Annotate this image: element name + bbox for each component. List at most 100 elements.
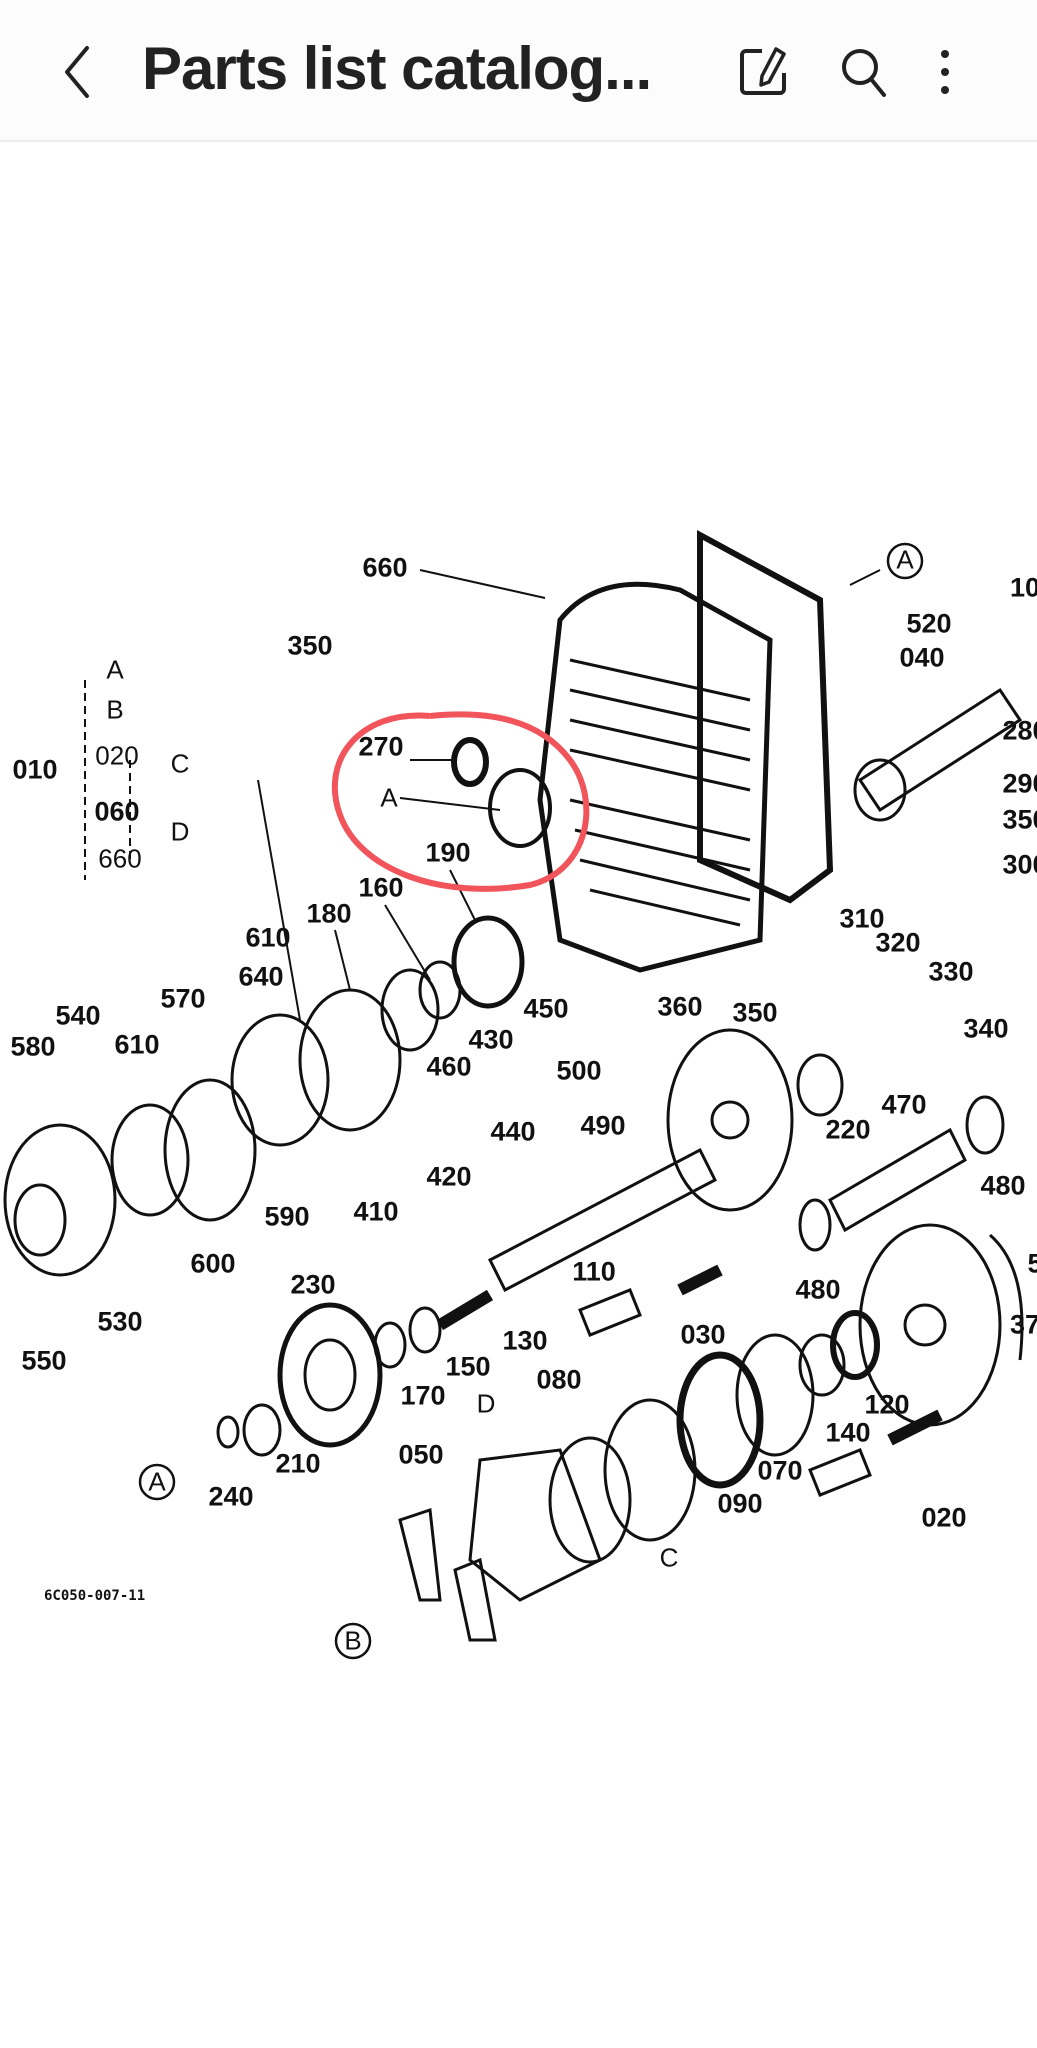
part-label: 230 bbox=[290, 1269, 336, 1300]
bearing-220 bbox=[796, 1053, 844, 1117]
ref-label-c: C bbox=[659, 1542, 679, 1573]
housing-530 bbox=[3, 1123, 117, 1277]
group-label: 660 bbox=[98, 843, 142, 874]
group-label: 060 bbox=[94, 796, 140, 827]
part-label: 240 bbox=[208, 1481, 254, 1512]
part-label: 490 bbox=[580, 1110, 626, 1141]
cam-d bbox=[468, 1448, 602, 1602]
part-label: 10 bbox=[1009, 572, 1037, 603]
part-label: 570 bbox=[160, 983, 206, 1014]
part-label: 430 bbox=[468, 1024, 514, 1055]
part-label: 590 bbox=[264, 1201, 310, 1232]
part-label: 300 bbox=[1002, 849, 1037, 880]
housing-fins bbox=[569, 658, 751, 927]
more-vert-icon bbox=[941, 50, 949, 94]
shim-050a bbox=[398, 1507, 442, 1602]
part-label: 350 bbox=[1002, 804, 1037, 835]
plate-640 bbox=[298, 988, 402, 1132]
part-label: 340 bbox=[963, 1013, 1009, 1044]
part-label: 040 bbox=[899, 642, 945, 673]
ref-label-d: D bbox=[476, 1388, 496, 1419]
part-label: 350 bbox=[287, 630, 333, 661]
part-label: 360 bbox=[657, 991, 703, 1022]
part-label: 090 bbox=[717, 1488, 763, 1519]
page-title: Parts list catalog... bbox=[142, 35, 652, 102]
back-chevron-icon bbox=[65, 46, 89, 98]
part-label: 180 bbox=[306, 898, 352, 929]
part-label: 170 bbox=[400, 1380, 446, 1411]
plate-070 bbox=[735, 1333, 815, 1457]
part-label: 420 bbox=[426, 1161, 472, 1192]
part-label: 520 bbox=[906, 608, 952, 639]
group-label: D bbox=[170, 816, 190, 847]
part-label: 030 bbox=[680, 1319, 726, 1350]
group-label: C bbox=[170, 748, 190, 779]
part-label: 550 bbox=[21, 1345, 67, 1376]
parts-drawing bbox=[3, 529, 1024, 1660]
part-label: 150 bbox=[445, 1351, 491, 1382]
part-label: 450 bbox=[523, 993, 569, 1024]
part-label: 160 bbox=[358, 872, 404, 903]
part-label: 500 bbox=[556, 1055, 602, 1086]
ref-label-a: A bbox=[148, 1466, 166, 1497]
more-options-button[interactable] bbox=[930, 45, 960, 99]
ref-label-b: B bbox=[344, 1625, 362, 1656]
edit-button[interactable] bbox=[736, 45, 790, 99]
edit-icon bbox=[740, 47, 786, 95]
part-label: 350 bbox=[732, 997, 778, 1028]
red-annotation-circle bbox=[332, 711, 590, 892]
bearing-190 bbox=[451, 915, 525, 1009]
part-label: 460 bbox=[426, 1051, 472, 1082]
part-label: 440 bbox=[490, 1116, 536, 1147]
part-label-190: 190 bbox=[425, 837, 471, 868]
part-label: 470 bbox=[881, 1089, 927, 1120]
back-button[interactable] bbox=[55, 42, 105, 102]
part-label: 280 bbox=[1002, 715, 1037, 746]
ref-b bbox=[334, 1622, 372, 1660]
search-icon bbox=[842, 49, 886, 97]
part-label: 120 bbox=[864, 1389, 910, 1420]
part-label: 580 bbox=[10, 1031, 56, 1062]
part-label: 010 bbox=[12, 754, 58, 785]
group-label: 020 bbox=[95, 740, 139, 771]
part-label: 210 bbox=[275, 1448, 321, 1479]
part-label: 530 bbox=[97, 1306, 143, 1337]
part-label: 220 bbox=[825, 1114, 871, 1145]
ref-label-a: A bbox=[380, 782, 398, 813]
drawing-code: 6C050-007-11 bbox=[44, 1588, 146, 1604]
housing bbox=[537, 581, 773, 973]
part-label: 050 bbox=[398, 1439, 444, 1470]
part-label: 480 bbox=[980, 1170, 1026, 1201]
part-label: 020 bbox=[921, 1502, 967, 1533]
part-label: 660 bbox=[362, 552, 408, 583]
ref-a-top bbox=[886, 542, 924, 580]
shim-050b bbox=[453, 1557, 497, 1642]
group-label: B bbox=[106, 694, 124, 725]
gear-090 bbox=[676, 1351, 764, 1489]
search-button[interactable] bbox=[838, 45, 892, 99]
part-label: 540 bbox=[55, 1000, 101, 1031]
part-label: 410 bbox=[353, 1196, 399, 1227]
part-label: 070 bbox=[757, 1455, 803, 1486]
part-label: 130 bbox=[502, 1325, 548, 1356]
part-label: 5 bbox=[1027, 1248, 1037, 1279]
part-label: 610 bbox=[245, 922, 291, 953]
part-label: 290 bbox=[1002, 768, 1037, 799]
bearing-230 bbox=[277, 1302, 383, 1448]
ref-a-bottom bbox=[138, 1463, 176, 1501]
part-label: 610 bbox=[114, 1029, 160, 1060]
part-label: 37 bbox=[1009, 1309, 1037, 1340]
ref-label-a: A bbox=[896, 544, 914, 575]
bearing-270 bbox=[451, 737, 489, 787]
part-label: 140 bbox=[825, 1417, 871, 1448]
gasket bbox=[697, 529, 834, 904]
o-ring-600 bbox=[163, 1078, 257, 1222]
part-label: 080 bbox=[536, 1364, 582, 1395]
part-label: 480 bbox=[795, 1274, 841, 1305]
part-label: 310 bbox=[839, 903, 885, 934]
part-label-270: 270 bbox=[358, 731, 404, 762]
part-label: 600 bbox=[190, 1248, 236, 1279]
exploded-parts-diagram: 660 350 A 10 520 040 280 290 350 300 010… bbox=[0, 142, 1037, 2048]
planet-carrier-upper bbox=[666, 1028, 794, 1212]
group-label: A bbox=[106, 654, 124, 685]
